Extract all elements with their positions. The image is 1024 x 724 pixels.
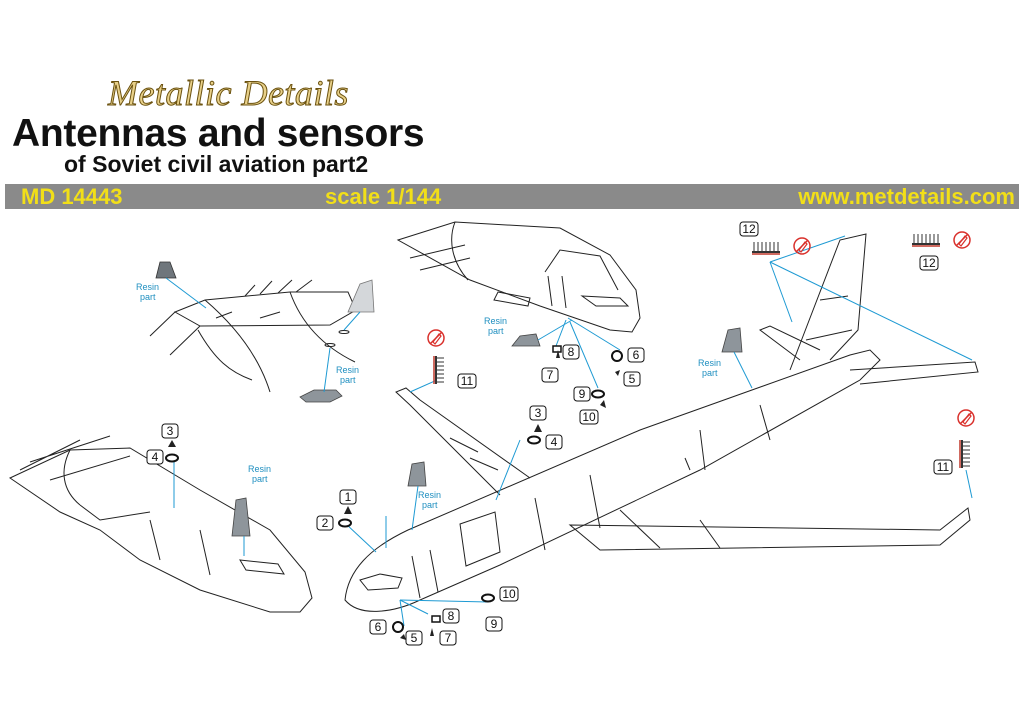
callout-6: 6	[369, 619, 387, 635]
svg-text:9: 9	[579, 387, 586, 401]
svg-text:7: 7	[445, 631, 452, 645]
comb-antenna-12a	[751, 241, 781, 255]
callout-10: 10	[499, 586, 519, 602]
callout-8: 8	[442, 608, 460, 624]
website-link[interactable]: www.metdetails.com	[798, 184, 1015, 209]
svg-text:12: 12	[922, 256, 936, 270]
callout-11: 11	[933, 459, 953, 475]
part-glyphs	[165, 345, 623, 640]
svg-text:6: 6	[375, 620, 382, 634]
svg-text:5: 5	[629, 372, 636, 386]
brand-logo: Metallic Details	[108, 73, 349, 114]
comb-antenna-12b	[911, 233, 941, 247]
svg-text:3: 3	[535, 406, 542, 420]
callout-7: 7	[541, 367, 559, 383]
callout-1: 1	[339, 489, 357, 505]
callout-5: 5	[623, 371, 641, 387]
callout-8: 8	[562, 344, 580, 360]
callout-7: 7	[439, 630, 457, 646]
callout-12: 12	[919, 255, 939, 271]
callout-5: 5	[405, 630, 423, 646]
svg-text:9: 9	[491, 617, 498, 631]
svg-text:11: 11	[937, 460, 950, 474]
no-paint-icon	[793, 237, 811, 255]
svg-text:8: 8	[568, 345, 575, 359]
callout-12: 12	[739, 221, 759, 237]
svg-text:5: 5	[411, 631, 418, 645]
svg-text:1: 1	[345, 490, 352, 504]
callout-3: 3	[529, 405, 547, 421]
callout-11: 11	[457, 373, 477, 389]
callout-4: 4	[146, 449, 164, 465]
svg-text:4: 4	[152, 450, 159, 464]
page-title: Antennas and sensors	[12, 112, 425, 155]
callout-2: 2	[316, 515, 334, 531]
svg-text:7: 7	[547, 368, 554, 382]
svg-text:4: 4	[551, 435, 558, 449]
no-paint-icon	[953, 231, 971, 249]
svg-text:8: 8	[448, 609, 455, 623]
svg-text:6: 6	[633, 348, 640, 362]
comb-antenna-11b	[959, 439, 971, 469]
svg-text:2: 2	[322, 516, 329, 530]
product-code: MD 14443	[21, 184, 123, 209]
part-callouts: 12 12 11 11 8 7 6 5 9 10 3 4 3 4 1 2 10 …	[146, 221, 953, 646]
callout-3: 3	[161, 423, 179, 439]
svg-text:10: 10	[582, 410, 596, 424]
callout-9: 9	[573, 386, 591, 402]
callout-10: 10	[579, 409, 599, 425]
no-paint-icon	[427, 329, 445, 347]
svg-text:10: 10	[502, 587, 516, 601]
callout-4: 4	[545, 434, 563, 450]
comb-antenna-11a	[433, 355, 445, 385]
page-subtitle: of Soviet civil aviation part2	[64, 151, 369, 177]
svg-text:11: 11	[461, 374, 474, 388]
header-band: MD 14443 scale 1/144 www.metdetails.com	[5, 184, 1019, 209]
svg-text:3: 3	[167, 424, 174, 438]
svg-text:12: 12	[742, 222, 756, 236]
callout-9: 9	[485, 616, 503, 632]
callout-6: 6	[627, 347, 645, 363]
scale-label: scale 1/144	[325, 184, 442, 209]
no-paint-icon	[957, 409, 975, 427]
